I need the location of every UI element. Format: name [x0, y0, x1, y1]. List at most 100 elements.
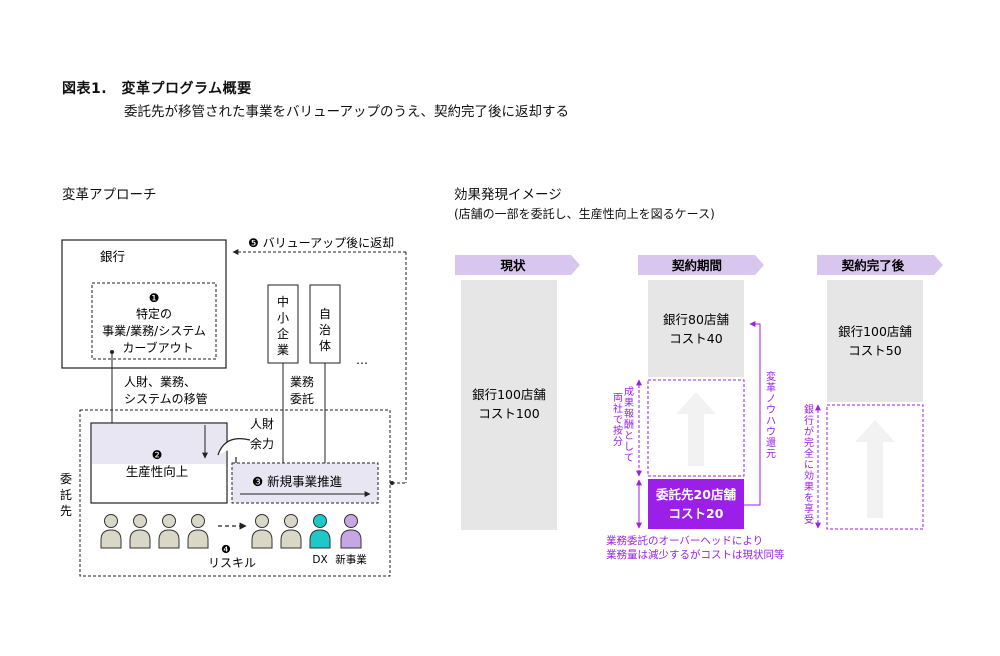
- phase-current-label: 現状: [500, 258, 526, 273]
- person-icon: [340, 514, 362, 549]
- contract-bank-panel: [648, 280, 744, 377]
- transfer-line-2: システムの移管: [124, 391, 208, 406]
- current-stores: 銀行100店舗: [472, 387, 546, 402]
- contractor-box: [79, 409, 391, 577]
- person-icon: [100, 514, 122, 549]
- split-col-char: 按: [613, 424, 623, 437]
- effect-heading: 効果発現イメージ: [454, 187, 562, 203]
- knowhow-col-char: ウ: [766, 426, 776, 438]
- benefit-col-char: が: [804, 425, 814, 438]
- phase-chevron-after: [817, 255, 943, 275]
- split-col-char: 社: [613, 402, 623, 415]
- reward-col-char: 果: [624, 397, 634, 409]
- overhead-line-2: 業務量は減少するがコストは現状同等: [606, 548, 785, 561]
- contractor-char: 委: [60, 472, 72, 486]
- split-col-char: 分: [613, 436, 623, 448]
- benefit-col-char: 完: [804, 436, 814, 449]
- contract-gain-box: [647, 379, 745, 477]
- sme-char: 業: [277, 343, 289, 357]
- return-label: ❺ バリューアップ後に返却: [248, 236, 394, 250]
- gov-char: 治: [319, 323, 331, 337]
- split-col-char: で: [613, 415, 623, 426]
- benefit-col-char: を: [804, 492, 814, 504]
- sme-char: 小: [277, 311, 289, 325]
- benefit-col-char: 行: [804, 414, 814, 427]
- person-icon: [280, 514, 302, 549]
- reskill-label: リスキル: [208, 556, 256, 570]
- reward-col-char: し: [624, 441, 634, 453]
- knowhow-col-char: ノ: [766, 394, 776, 405]
- ellipsis: …: [356, 353, 368, 367]
- carveout-number: ❶: [149, 291, 160, 305]
- after-gain-box: [826, 404, 924, 530]
- surplus-curve: [217, 438, 251, 456]
- approach-heading: 変革アプローチ: [62, 187, 157, 203]
- carveout-line-3: カーブアウト: [122, 340, 193, 355]
- benefit-col-char: 全: [804, 447, 814, 460]
- phase-contract-label: 契約期間: [671, 258, 722, 273]
- knowhow-col-char: ハ: [766, 416, 776, 427]
- after-panel: [827, 280, 923, 402]
- benefit-col-char: 果: [804, 481, 814, 493]
- knowhow-col-char: ウ: [766, 404, 776, 416]
- surplus-line-2: 余力: [250, 436, 274, 451]
- reward-col-char: と: [624, 430, 634, 442]
- sme-char: 企: [277, 326, 289, 341]
- people-row: [100, 514, 362, 549]
- contract-vendor-cost: コスト20: [669, 506, 724, 521]
- phase-after-label: 契約完了後: [841, 258, 905, 273]
- reward-col-char: て: [624, 453, 634, 464]
- bank-label: 銀行: [100, 249, 125, 264]
- outsource-line-2: 委託: [290, 391, 314, 406]
- benefit-col-char: 受: [804, 514, 814, 526]
- figure-subtitle: 委託先が移管された事業をバリューアップのうえ、契約完了後に返却する: [124, 104, 569, 120]
- reskill-number: ❹: [221, 543, 231, 556]
- carveout-box: [91, 282, 217, 360]
- contractor-char: 託: [60, 487, 72, 502]
- new-business-box: [231, 462, 379, 504]
- gov-char: 自: [319, 307, 331, 321]
- newbiz-person-label: 新事業: [335, 553, 367, 566]
- after-stores: 銀行100店舗: [838, 324, 912, 339]
- benefit-col-char: に: [804, 459, 814, 471]
- figure-title: 図表1. 変革プログラム概要: [62, 81, 252, 97]
- contract-vendor-panel: [648, 479, 744, 529]
- bank-box: [61, 239, 227, 369]
- knowhow-col-char: 変: [766, 370, 776, 383]
- after-cost: コスト50: [848, 343, 901, 358]
- benefit-col-char: 銀: [804, 403, 814, 416]
- person-icon: [309, 514, 331, 549]
- knowhow-col-char: 還: [766, 437, 776, 449]
- contract-up-arrow: [676, 392, 716, 466]
- dx-label: DX: [312, 554, 327, 566]
- contract-vendor-stores: 委託先20店舗: [655, 487, 736, 502]
- knowhow-col-char: 元: [766, 449, 776, 460]
- current-panel: [461, 280, 557, 530]
- phase-chevron-current: [455, 255, 580, 275]
- productivity-number: ❷: [152, 448, 163, 462]
- carveout-line-2: 事業/業務/システム: [102, 324, 206, 338]
- reward-col-char: 酬: [624, 419, 634, 431]
- carveout-line-1: 特定の: [136, 306, 172, 321]
- new-business-label: ❸ 新規事業推進: [252, 474, 343, 489]
- surplus-line-1: 人財: [250, 416, 274, 431]
- outsource-line-1: 業務: [290, 375, 314, 389]
- split-col-char: 両: [613, 393, 623, 404]
- transfer-line-1: 人財、業務、: [124, 374, 196, 389]
- sme-char: 中: [277, 294, 289, 309]
- benefit-col-char: 享: [804, 502, 814, 515]
- person-icon: [251, 514, 273, 549]
- knowhow-arrow: [744, 321, 761, 506]
- gov-char: 体: [319, 339, 331, 353]
- person-icon: [187, 514, 209, 549]
- overhead-line-1: 業務委託のオーバーヘッドにより: [606, 534, 763, 547]
- current-cost: コスト100: [478, 406, 539, 421]
- benefit-col-char: 効: [804, 469, 814, 482]
- reward-col-char: 報: [624, 408, 634, 420]
- person-icon: [129, 514, 151, 549]
